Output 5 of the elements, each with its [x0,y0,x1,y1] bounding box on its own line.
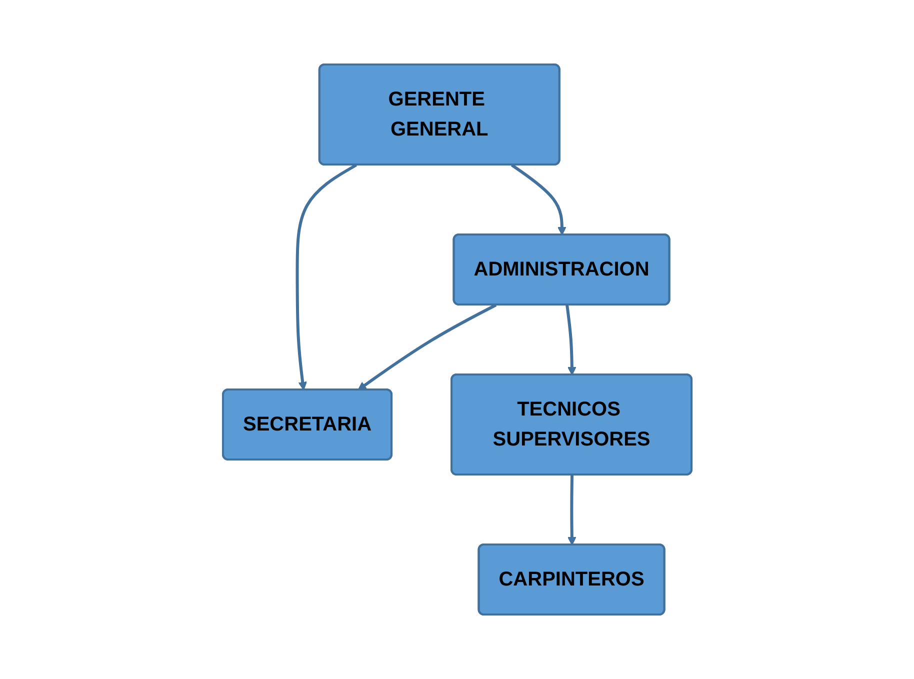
arrow [510,164,566,236]
arrow [357,304,496,390]
arrow [567,474,576,546]
arrow [565,304,576,376]
arrow [296,164,357,390]
